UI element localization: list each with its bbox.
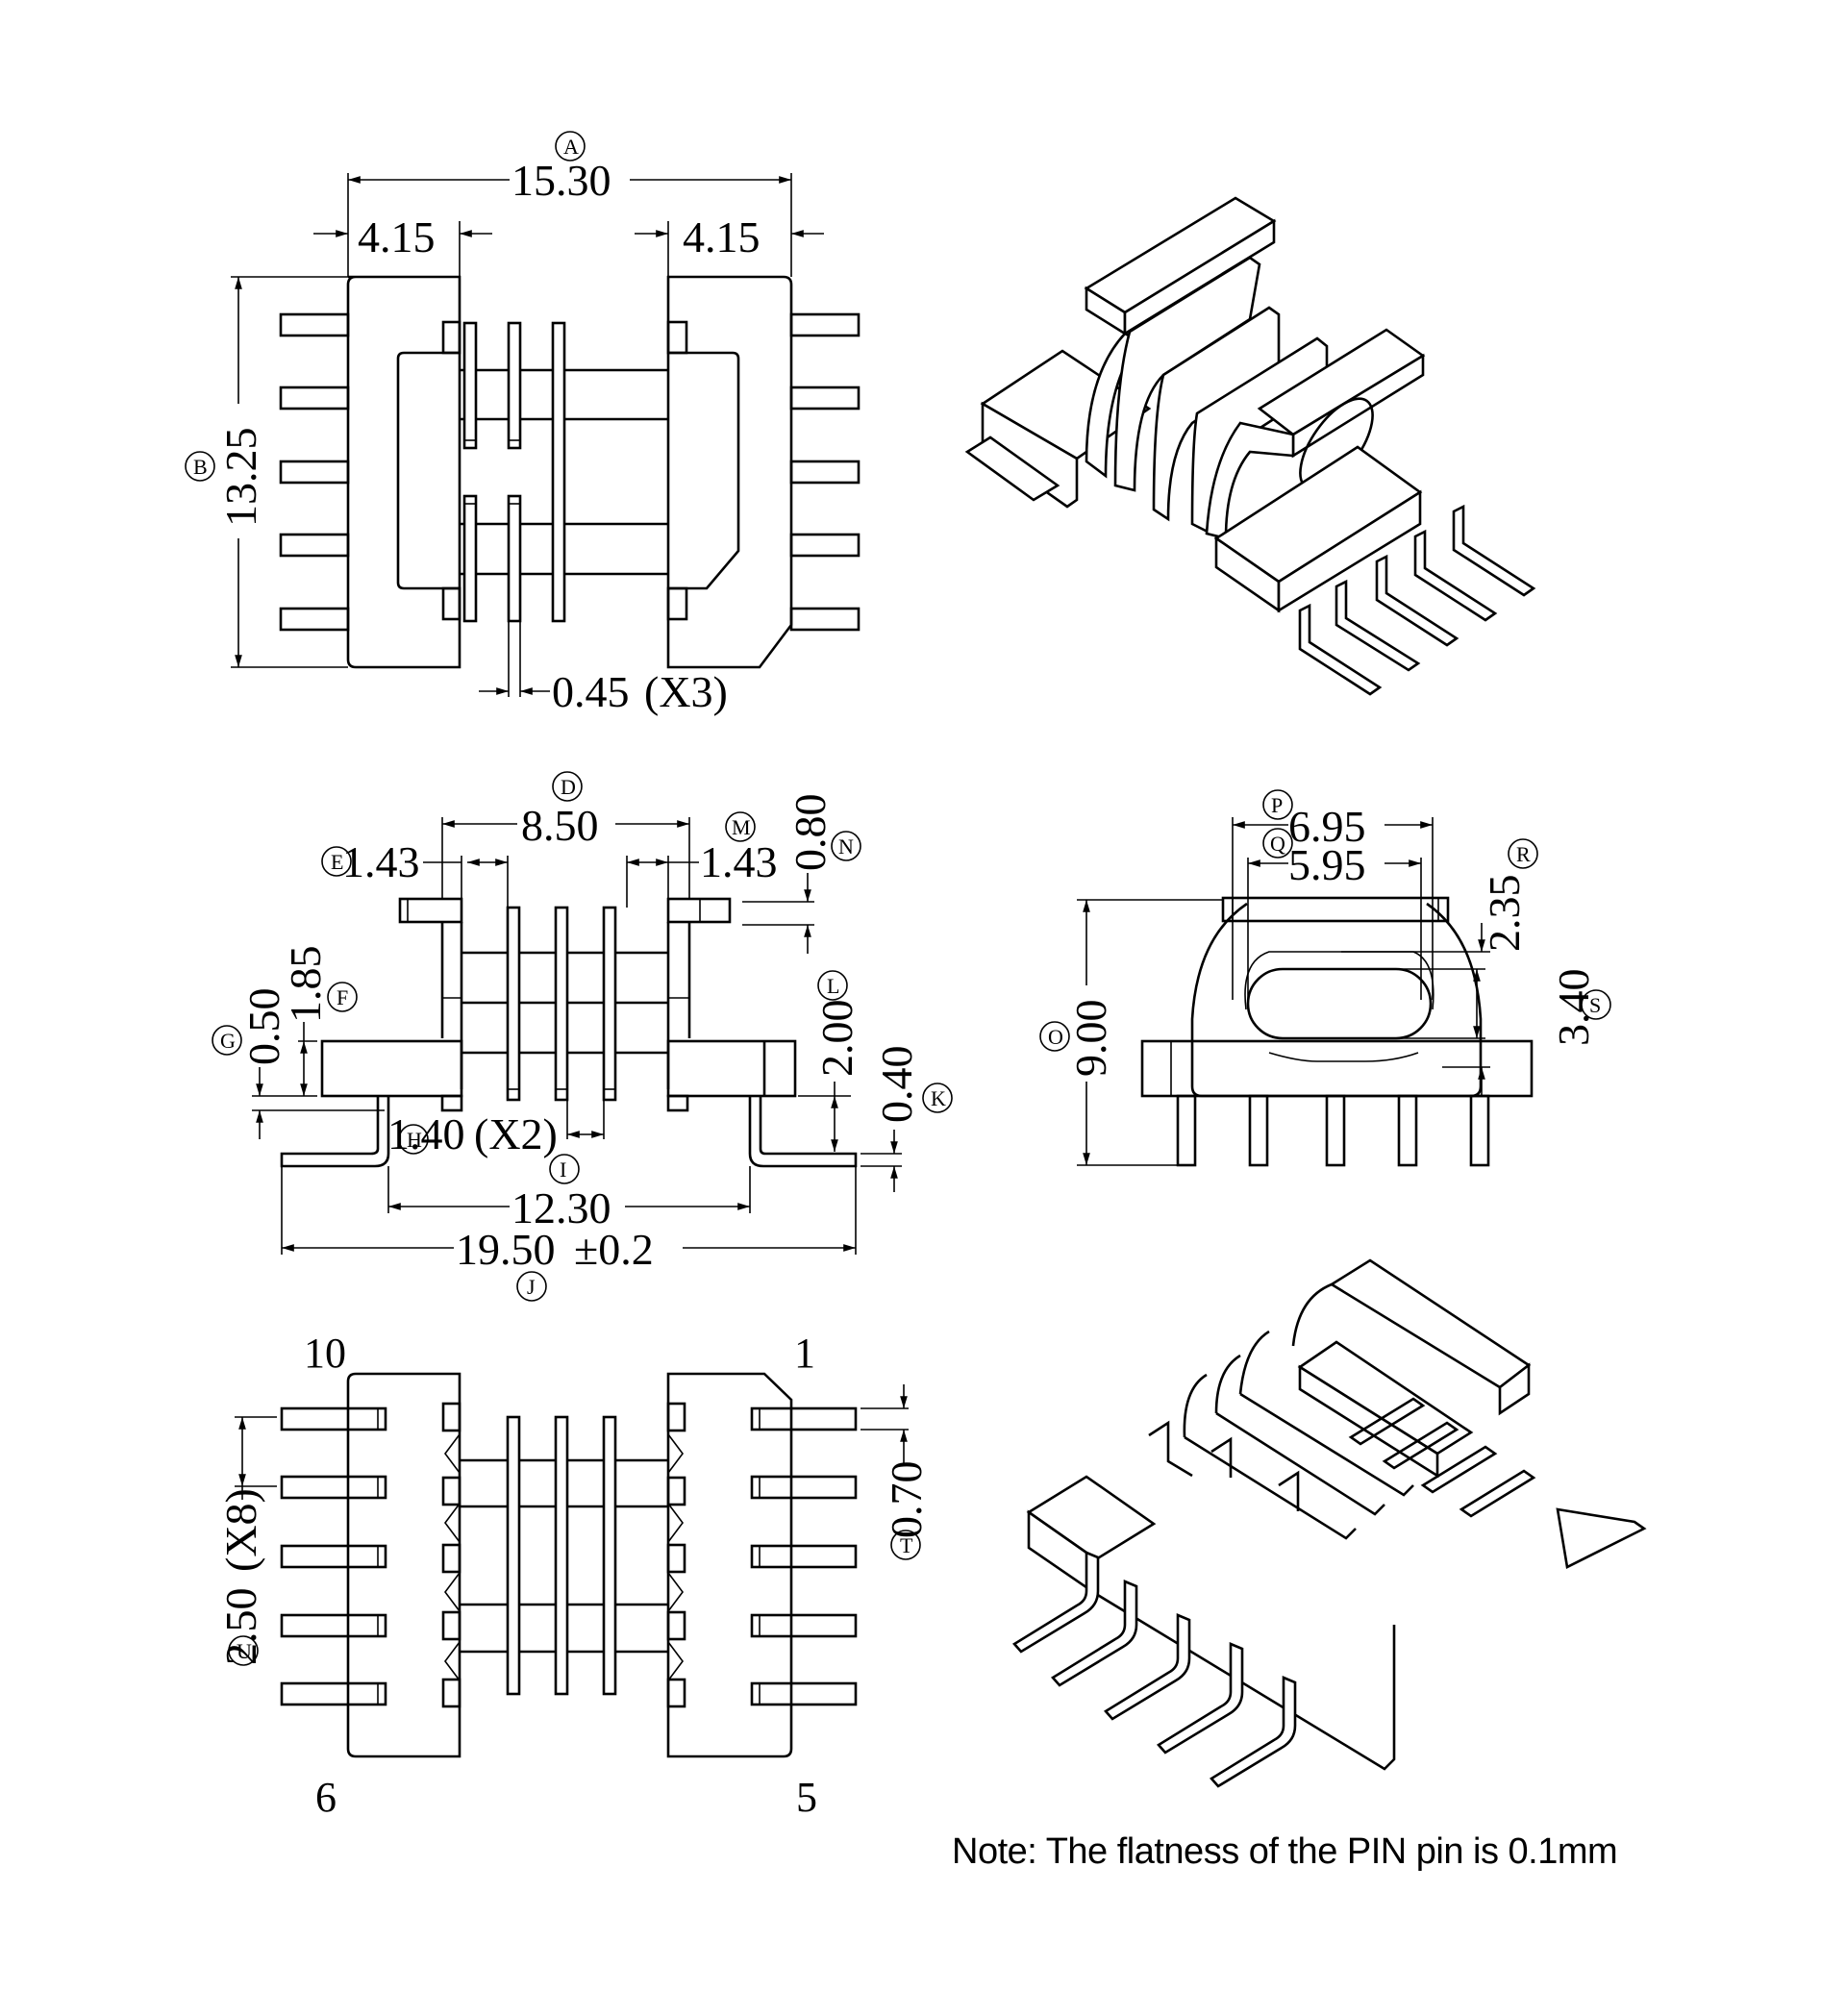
dim-R-value: 2.35 — [1480, 875, 1529, 953]
marker-D: D — [561, 775, 576, 799]
tab — [441, 320, 462, 355]
dim-O-value: 9.00 — [1066, 1000, 1115, 1078]
wall — [462, 494, 478, 623]
left-flange — [346, 275, 462, 669]
dim-A-value: 15.30 — [511, 156, 611, 205]
iso-top-pins — [1298, 504, 1536, 696]
dim-H-qty: (X2) — [474, 1109, 558, 1158]
top-right-pins — [789, 312, 861, 632]
marker-Q: Q — [1270, 832, 1285, 856]
top-left-pins — [279, 312, 350, 632]
marker-L: L — [827, 974, 839, 998]
wall — [462, 321, 478, 450]
marker-S: S — [1589, 993, 1601, 1017]
dim-slot-value: 0.45 — [552, 667, 630, 716]
pin-label-6: 6 — [315, 1774, 337, 1821]
right-flange — [666, 275, 793, 669]
marker-K: K — [931, 1086, 946, 1110]
pin-label-10: 10 — [304, 1330, 346, 1377]
dim-S-value: 3.40 — [1549, 969, 1598, 1047]
dim-N-value: 0.80 — [786, 794, 835, 872]
marker-G: G — [220, 1029, 236, 1053]
marker-P: P — [1271, 793, 1283, 817]
wall — [507, 494, 522, 623]
dim-T-value: 0.70 — [882, 1461, 931, 1539]
dim-right-flange-value: 4.15 — [683, 212, 761, 261]
marker-U: U — [237, 1639, 252, 1663]
right-window — [668, 351, 740, 590]
dim-slot-qty: (X3) — [644, 667, 728, 716]
marker-J: J — [527, 1275, 536, 1299]
core-window — [1246, 967, 1433, 1040]
isometric-view-top — [964, 196, 1536, 696]
dim-U-qty: (X8) — [216, 1488, 265, 1572]
dim-K-value: 0.40 — [872, 1046, 921, 1124]
dim-B-value: 13.25 — [216, 428, 265, 528]
bottom-left-pins — [280, 1406, 387, 1706]
dim-Q-value: 5.95 — [1288, 840, 1366, 889]
dim-G-value: 0.50 — [239, 988, 288, 1066]
tab — [441, 586, 462, 621]
dim-J-value: 19.50 — [456, 1225, 556, 1274]
bottom-view: 10 1 6 5 2.50 (X8) U 0.70 T — [216, 1330, 931, 1821]
marker-F: F — [337, 985, 348, 1009]
marker-H: H — [407, 1128, 422, 1152]
side-view: 8.50 D 1.43 E 1.43 M 0.80 N 1.85 F — [212, 771, 953, 1302]
dim-D-value: 8.50 — [521, 801, 599, 850]
marker-A: A — [563, 135, 579, 159]
wall — [551, 321, 566, 623]
marker-M: M — [732, 815, 751, 839]
pin-label-1: 1 — [794, 1330, 815, 1377]
dim-P-value: 6.95 — [1288, 802, 1366, 851]
marker-R: R — [1516, 842, 1531, 866]
dim-M-value: 1.43 — [700, 837, 778, 886]
end-view: 6.95 P 5.95 Q 2.35 R 3.40 S 9.00 O — [1039, 789, 1611, 1167]
marker-B: B — [193, 455, 208, 479]
marker-E: E — [331, 850, 343, 874]
isometric-view-bottom — [1012, 1258, 1647, 1788]
tab — [666, 320, 688, 355]
wall — [507, 321, 522, 450]
marker-O: O — [1048, 1025, 1063, 1049]
marker-N: N — [838, 834, 854, 859]
dim-L-value: 2.00 — [812, 1000, 861, 1078]
tab — [666, 586, 688, 621]
bottom-notches — [441, 1402, 686, 1708]
bottom-right-pins — [750, 1406, 858, 1706]
flatness-note: Note: The flatness of the PIN pin is 0.1… — [952, 1831, 1618, 1872]
marker-I: I — [560, 1157, 566, 1182]
marker-T: T — [900, 1533, 913, 1557]
pin-label-5: 5 — [796, 1774, 817, 1821]
iso-bottom-pins — [1012, 1551, 1297, 1788]
left-window — [396, 351, 460, 590]
dim-J-tol: ±0.2 — [574, 1225, 654, 1274]
dim-I-value: 12.30 — [511, 1183, 611, 1232]
end-view-pins — [1176, 1094, 1490, 1167]
top-view: 15.30 A 4.15 4.15 13.25 B 0.45 (X3) — [185, 131, 861, 716]
dim-E-value: 1.43 — [342, 837, 420, 886]
dim-left-flange-value: 4.15 — [358, 212, 436, 261]
dim-F-value: 1.85 — [281, 946, 330, 1024]
